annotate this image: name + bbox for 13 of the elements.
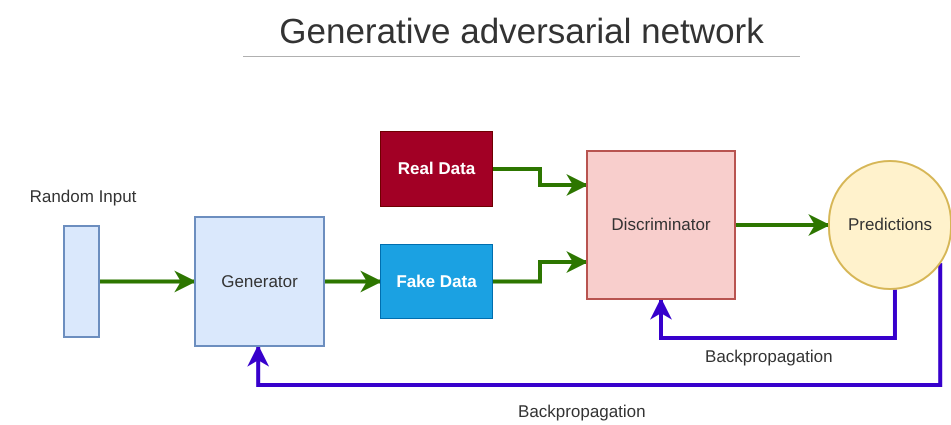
node-label: Random Input [28,186,138,208]
arrow [493,251,588,284]
process-box: Discriminator [586,150,736,300]
arrow [650,290,897,340]
arrow [247,263,942,387]
arrow [100,270,196,292]
data-box: Fake Data [380,244,493,319]
arrow [736,214,830,236]
arrow [493,167,588,196]
data-box: Real Data [380,131,493,207]
diagram-title: Generative adversarial network [243,8,800,57]
process-box: Generator [194,216,325,347]
arrow [325,270,382,292]
